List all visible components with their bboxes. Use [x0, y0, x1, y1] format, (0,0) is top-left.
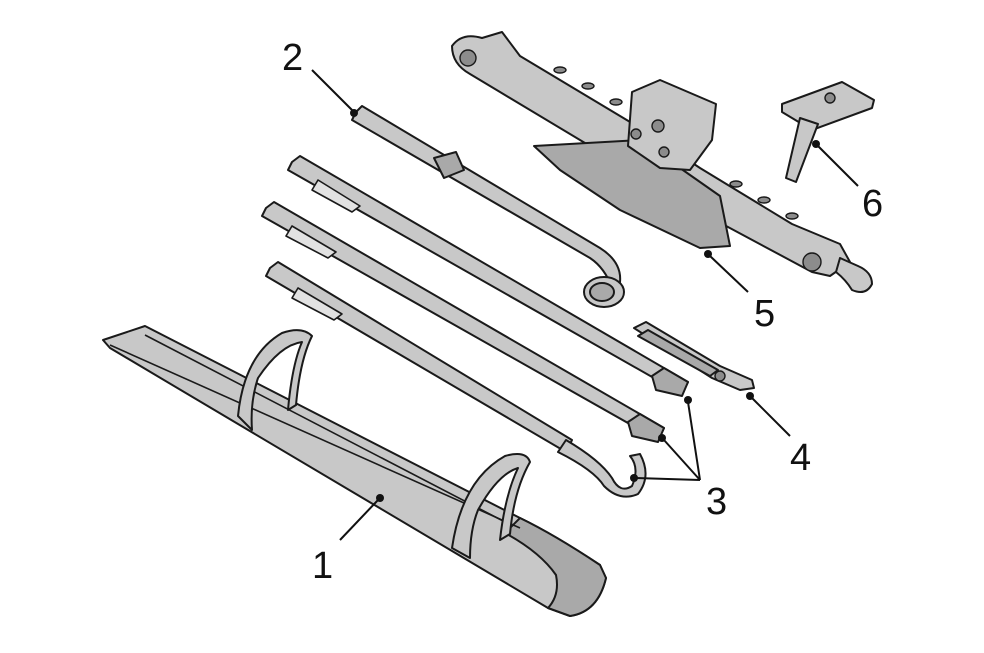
leader-lines	[311, 69, 859, 541]
callout-2: 2	[282, 37, 303, 79]
bolt-adapter	[781, 81, 875, 183]
bag-strap-right	[451, 453, 531, 559]
scissor-jack	[451, 31, 873, 293]
callout-3: 3	[706, 481, 727, 523]
callout-6: 6	[862, 183, 883, 225]
callout-5: 5	[754, 293, 775, 335]
bag-strap-left	[237, 329, 313, 431]
callout-1: 1	[312, 545, 333, 587]
pliers	[633, 321, 755, 391]
tool-bag	[102, 325, 607, 617]
callout-4: 4	[790, 437, 811, 479]
wheel-wrench	[351, 105, 625, 308]
extension-rods	[261, 155, 689, 498]
